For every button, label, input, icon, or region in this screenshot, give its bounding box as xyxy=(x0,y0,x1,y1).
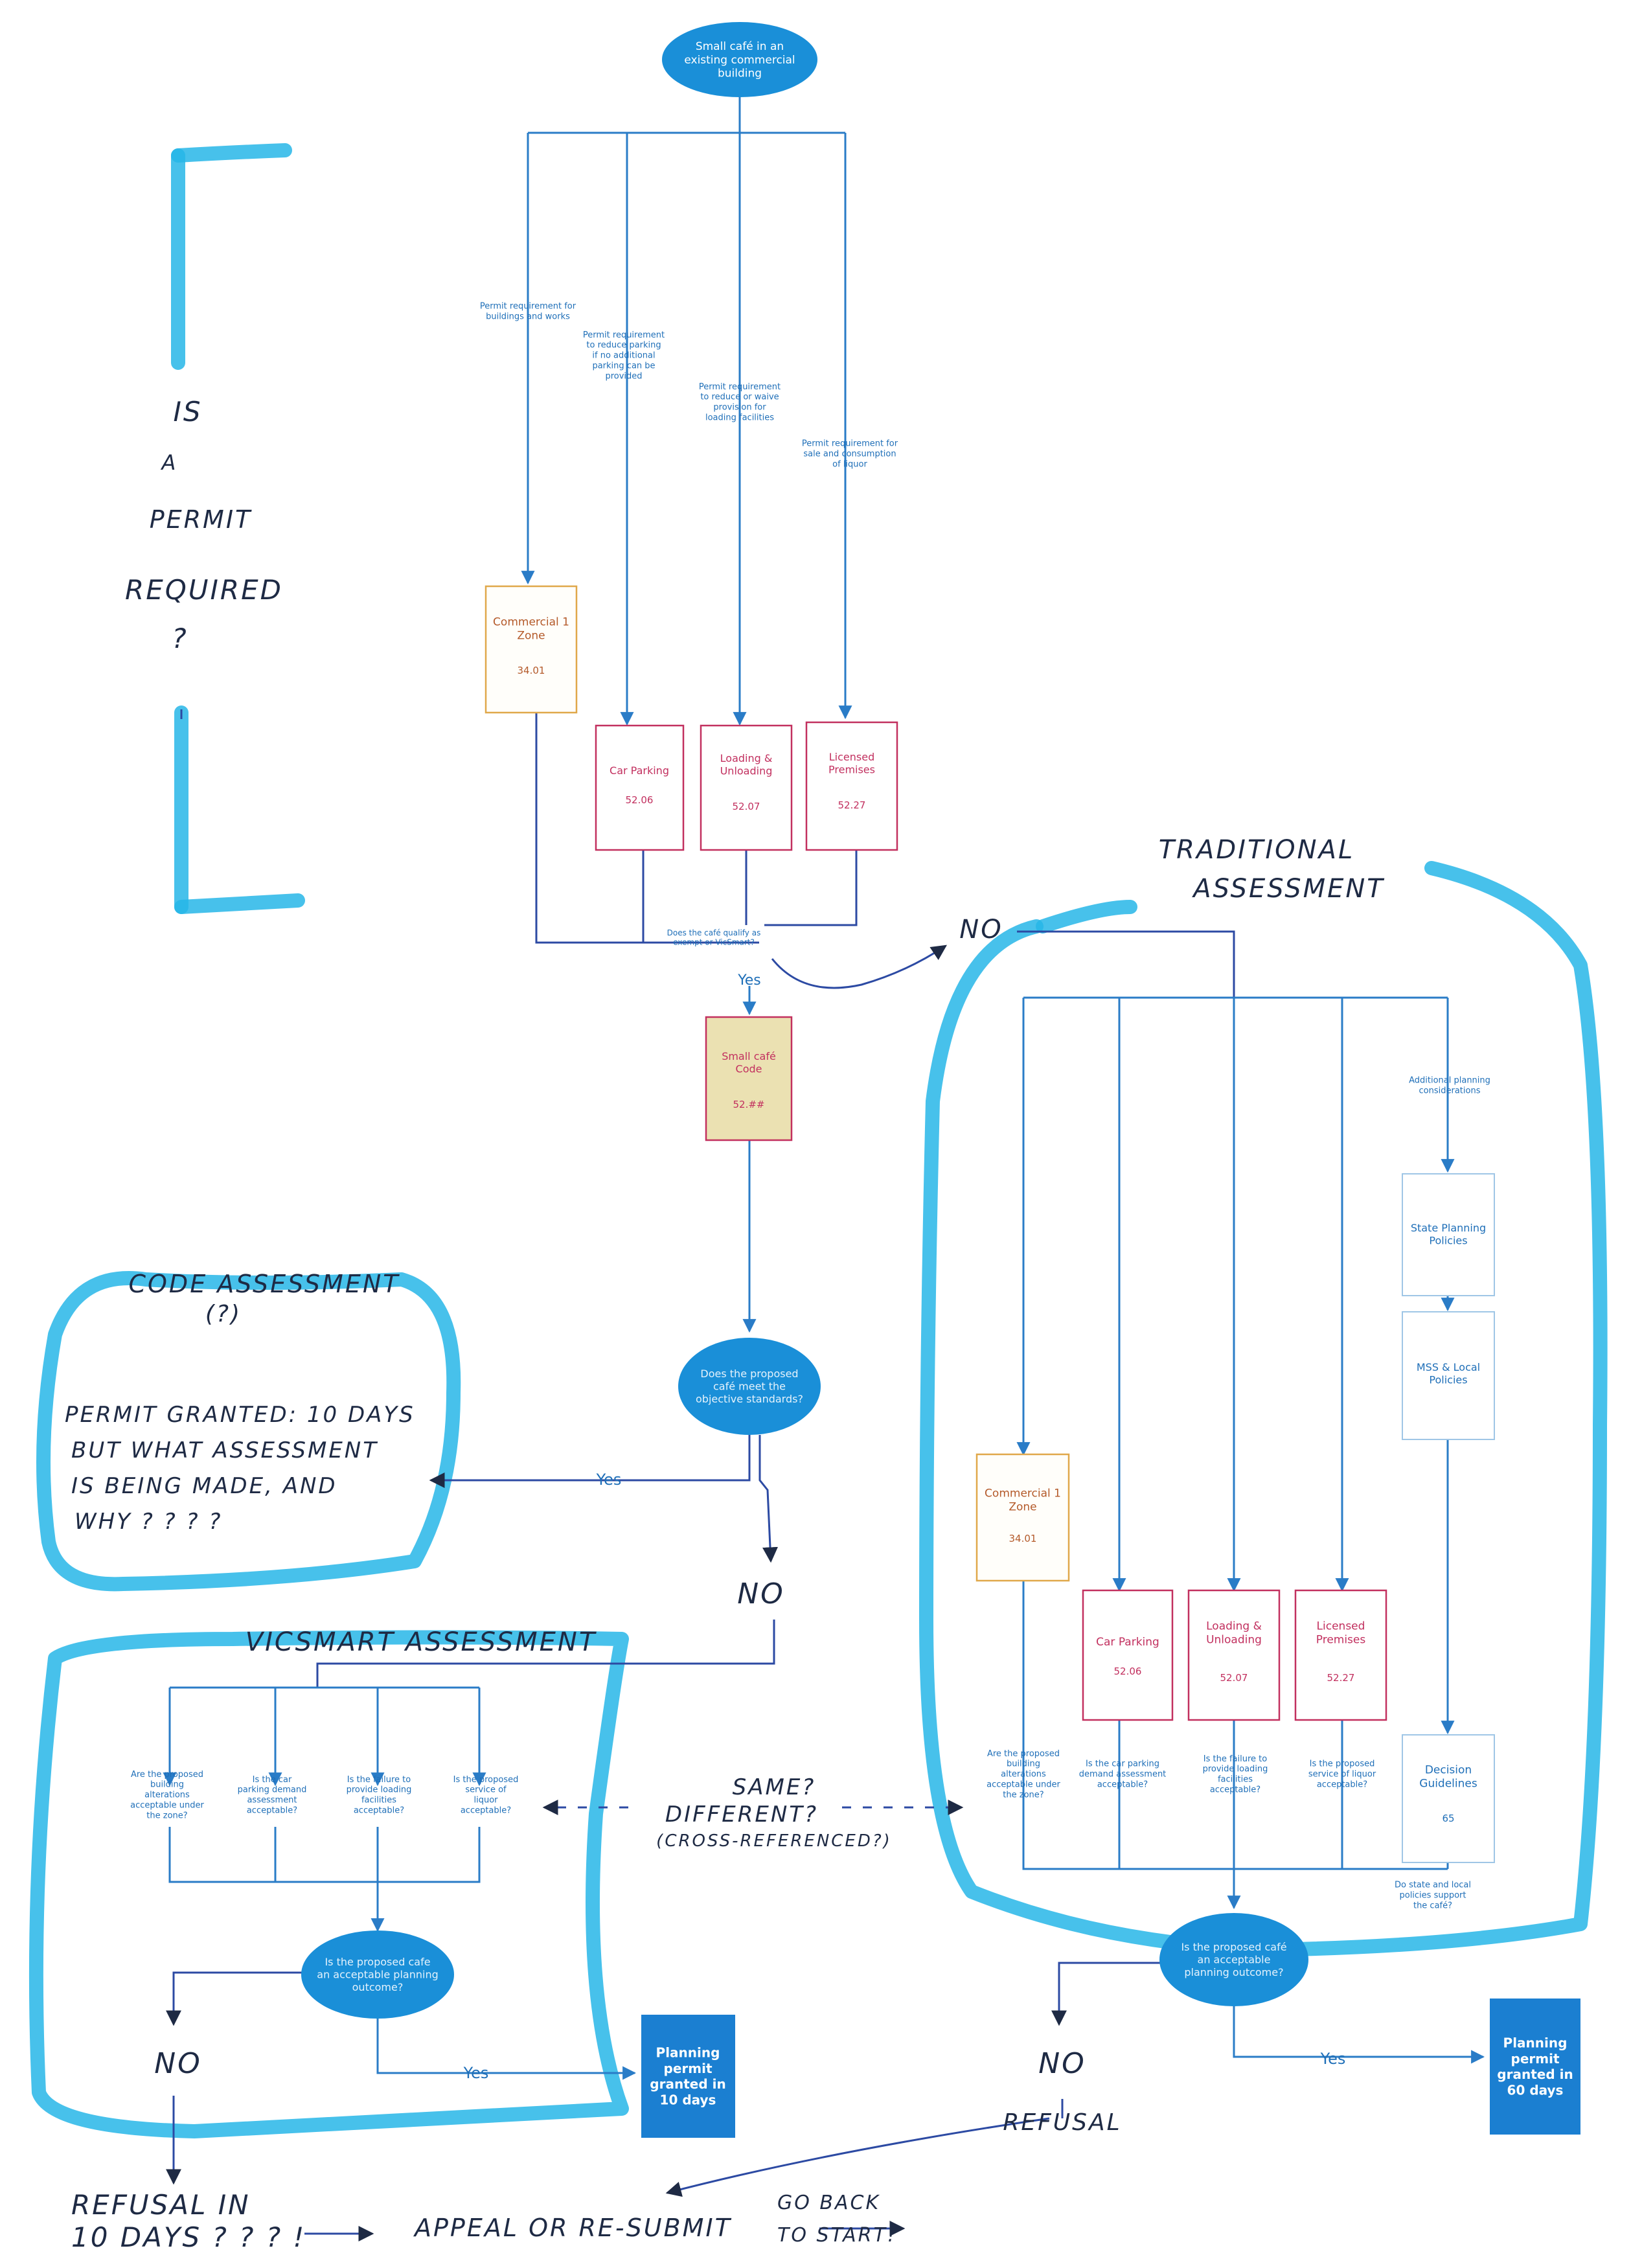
c1-zone-code: 34.01 xyxy=(518,665,545,676)
decision-guidelines-code: 65 xyxy=(1442,1813,1454,1824)
exempt-yes-label: Yes xyxy=(737,972,761,989)
loading-box-trad: Loading &Unloading 52.07 xyxy=(1187,1589,1281,1721)
appeal-note: APPEAL OR RE-SUBMIT xyxy=(413,2214,732,2242)
no-objective-note: NO xyxy=(737,1577,785,1610)
refusal-left-note-2: 10 DAYS ? ? ? ! xyxy=(71,2221,306,2253)
licensed-code: 52.27 xyxy=(838,799,866,811)
why-note: WHY ? ? ? ? xyxy=(74,1509,222,1535)
car-parking-trad-code: 52.06 xyxy=(1114,1666,1142,1677)
code-assessment-q: (?) xyxy=(205,1301,242,1327)
loading-trad-title: Loading &Unloading xyxy=(1206,1620,1262,1647)
t-yes-label: Yes xyxy=(1320,2050,1346,2068)
loading-box-top: Loading &Unloading 52.07 xyxy=(700,724,793,851)
c1-zone-trad-code: 34.01 xyxy=(1009,1533,1037,1544)
handwritten-notes: IS A PERMIT REQUIRED ? CODE ASSESSMENT (… xyxy=(65,396,1385,2253)
refusal-left-note-1: REFUSAL IN xyxy=(71,2189,251,2221)
permit-granted-note: PERMIT GRANTED: 10 DAYS xyxy=(65,1402,415,1428)
car-parking-box-trad: Car Parking 52.06 xyxy=(1082,1589,1174,1721)
cross-note: (CROSS-REFERENCED?) xyxy=(656,1831,892,1851)
loading-title: Loading &Unloading xyxy=(720,752,773,777)
code-assessment-note: CODE ASSESSMENT xyxy=(128,1270,400,1298)
refusal-right-note: REFUSAL xyxy=(1003,2109,1121,2136)
car-parking-trad-title: Car Parking xyxy=(1096,1636,1159,1649)
margin-q3: PERMIT xyxy=(150,505,253,534)
go-back-note-1: GO BACK xyxy=(777,2192,880,2214)
car-parking-code: 52.06 xyxy=(626,794,654,806)
loading-code: 52.07 xyxy=(733,801,760,812)
vicsmart-note: VICSMART ASSESSMENT xyxy=(245,1627,597,1657)
small-cafe-code: 52.## xyxy=(733,1099,765,1110)
margin-q1: IS xyxy=(173,396,202,428)
margin-q4: REQUIRED xyxy=(125,574,283,606)
car-parking-box-top: Car Parking 52.06 xyxy=(595,724,685,851)
different-note: DIFFERENT? xyxy=(665,1802,818,1827)
licensed-trad-code: 52.27 xyxy=(1327,1672,1355,1684)
go-back-note-2: TO START! xyxy=(777,2224,897,2247)
no-t-note: NO xyxy=(1038,2047,1086,2080)
objective-yes-label: Yes xyxy=(596,1471,622,1489)
traditional-note-2: ASSESSMENT xyxy=(1191,874,1385,904)
no-v-note: NO xyxy=(154,2047,202,2080)
margin-q5: ? xyxy=(172,623,188,654)
v-yes-label: Yes xyxy=(463,2064,489,2082)
is-being-note: IS BEING MADE, AND xyxy=(71,1473,337,1499)
same-note: SAME? xyxy=(733,1774,816,1800)
car-parking-title: Car Parking xyxy=(610,764,669,777)
no-exempt-note: NO xyxy=(959,915,1003,945)
connectors xyxy=(163,94,1485,2241)
margin-q2: A xyxy=(161,450,178,475)
traditional-note-1: TRADITIONAL xyxy=(1159,835,1354,865)
loading-trad-code: 52.07 xyxy=(1220,1672,1248,1684)
but-what-note: BUT WHAT ASSESSMENT xyxy=(71,1438,378,1463)
